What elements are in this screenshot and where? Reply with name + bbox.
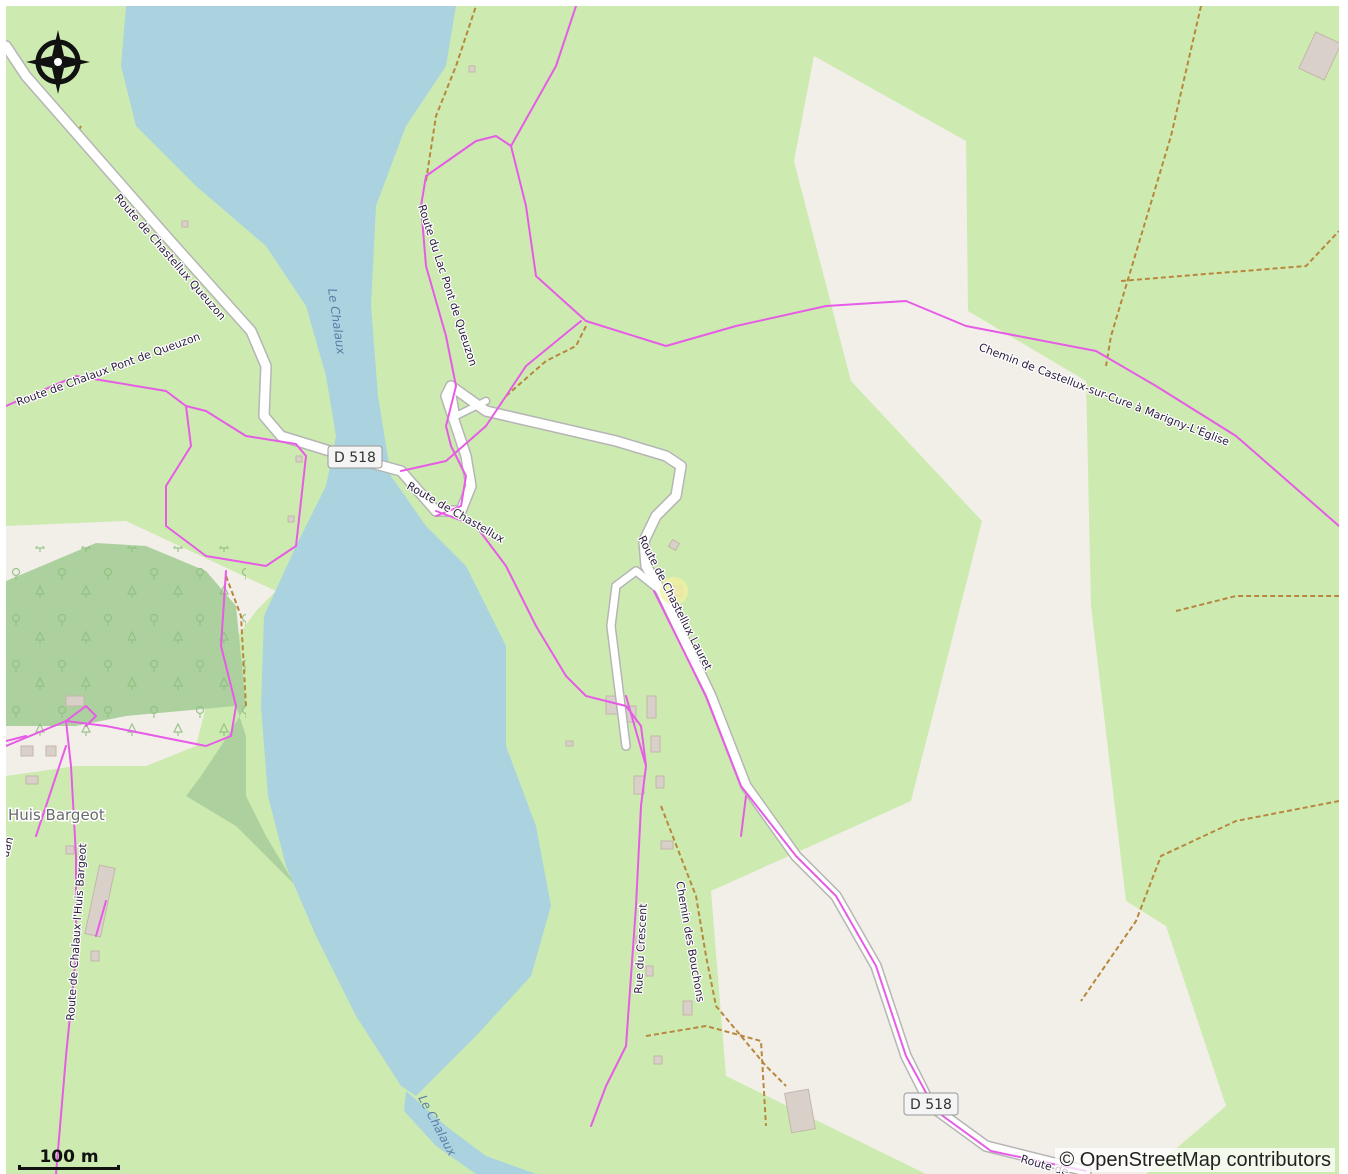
lake-water [121,6,551,1096]
road-label-uan: uan [6,835,16,858]
route-overlays [6,6,1339,1174]
highlight-marker[interactable] [660,577,688,605]
forest-pattern [6,546,246,746]
place-label-huis-bargeot: Huis Bargeot [8,806,105,824]
map-view[interactable]: Le Chalaux Le Chalaux Route de Chastellu… [6,6,1339,1174]
road-shield-d518-upper: D 518 [327,445,383,469]
svg-text:D 518: D 518 [334,450,376,466]
scale-label: 100 m [39,1147,99,1167]
scale-line [18,1165,120,1170]
scale-bar: 100 m [18,1148,120,1170]
map-canvas[interactable]: Le Chalaux Le Chalaux Route de Chastellu… [6,6,1339,1174]
map-attribution[interactable]: © OpenStreetMap contributors [1055,1148,1335,1172]
river-water [404,1091,536,1174]
compass-icon[interactable] [22,24,108,110]
tracks [75,6,1339,1127]
svg-text:D 518: D 518 [910,1097,952,1113]
road-shield-d518-lower: D 518 [903,1092,959,1116]
road-label-rue-du-crescent: Rue du Crescent [632,903,650,995]
